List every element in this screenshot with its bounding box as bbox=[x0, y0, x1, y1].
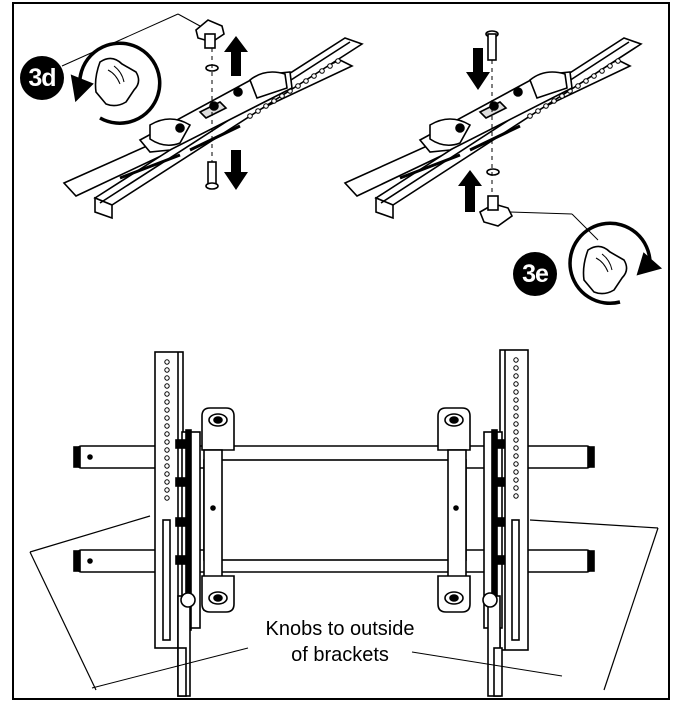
outer-border bbox=[12, 2, 670, 700]
left-vertical-bracket bbox=[154, 351, 201, 697]
rotate-hand-icon-3e bbox=[568, 221, 663, 306]
left-inner-plate bbox=[201, 407, 235, 613]
arrow-down-3e bbox=[466, 48, 490, 90]
callout-line-1: Knobs to outside bbox=[265, 618, 415, 640]
wall-plate bbox=[203, 459, 467, 561]
callout-leader-left bbox=[91, 647, 249, 689]
leader-line-3e bbox=[509, 211, 573, 215]
callout-leader-right bbox=[411, 651, 563, 677]
rail-assembly-3d bbox=[62, 19, 364, 220]
right-vertical-bracket bbox=[482, 349, 529, 697]
wall-perspective-lines bbox=[29, 515, 659, 691]
leader-line-3d bbox=[61, 13, 179, 67]
right-inner-plate bbox=[437, 407, 471, 613]
arrow-up-3d bbox=[224, 36, 248, 76]
step-badge-3e: 3e bbox=[513, 252, 557, 296]
rail-assembly-3e bbox=[343, 30, 643, 227]
arrow-down-3d bbox=[224, 150, 248, 190]
step-badge-3d: 3d bbox=[20, 56, 64, 100]
callout-line-2: of brackets bbox=[291, 644, 389, 666]
knobs-callout: Knobs to outside of brackets bbox=[200, 616, 480, 668]
rotate-hand-icon-3d bbox=[70, 41, 162, 125]
arrow-up-3e bbox=[458, 170, 482, 212]
